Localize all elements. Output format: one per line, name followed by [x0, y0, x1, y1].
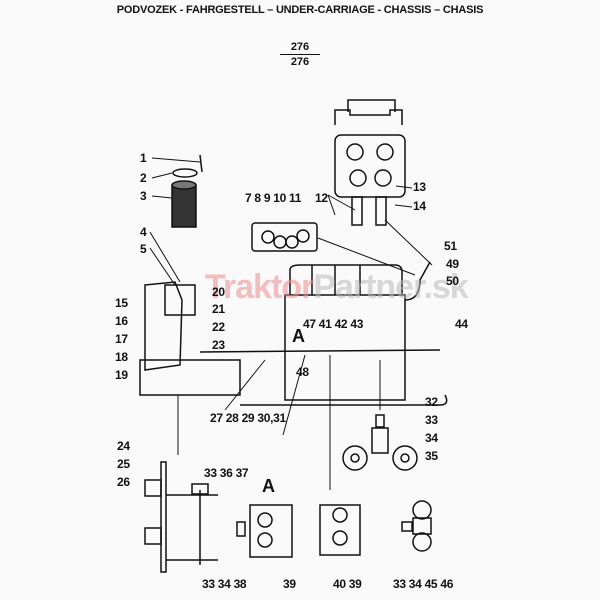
callout-51: 51 — [444, 239, 457, 253]
callout-1: 1 — [140, 151, 147, 165]
bracket-24-38 — [144, 461, 218, 573]
callout-35: 35 — [425, 449, 438, 463]
callout-24: 24 — [117, 439, 130, 453]
callout-47-43: 47 41 42 43 — [303, 317, 364, 331]
callout-33: 33 — [425, 413, 438, 427]
callout-44: 44 — [455, 317, 468, 331]
callout-3: 3 — [140, 189, 147, 203]
callout-16: 16 — [115, 314, 128, 328]
callout-39: 39 — [283, 577, 296, 591]
detail-a-marker: A — [292, 326, 305, 346]
callout-22: 22 — [212, 320, 225, 334]
callout-49: 49 — [446, 257, 459, 271]
fuel-tank — [139, 231, 241, 396]
callout-12: 12 — [315, 191, 328, 205]
clamp-45-46 — [401, 500, 432, 552]
leader-lines — [177, 354, 381, 490]
callout-26: 26 — [117, 475, 130, 489]
callout-23: 23 — [212, 338, 225, 352]
valve-block — [327, 99, 433, 266]
page-title: PODVOZEK - FAHRGESTELL – UNDER-CARRIAGE … — [116, 4, 484, 16]
callout-18: 18 — [115, 350, 128, 364]
callout-32: 32 — [425, 395, 438, 409]
engine-block — [199, 261, 448, 406]
callout-20: 20 — [212, 285, 225, 299]
callout-7-11: 7 8 9 10 11 — [245, 191, 302, 205]
watermark: TraktorPartner.sk — [205, 268, 469, 306]
callout-33-34-45-46: 33 34 45 46 — [393, 577, 454, 591]
detail-a-view-label: A — [262, 476, 275, 496]
callout-15: 15 — [115, 296, 128, 310]
callout-17: 17 — [115, 332, 128, 346]
callout-27-31: 27 28 29 30,31 — [210, 411, 286, 425]
callout-19: 19 — [115, 368, 128, 382]
callout-25: 25 — [117, 457, 130, 471]
callout-21: 21 — [212, 302, 225, 316]
callout-5: 5 — [140, 242, 147, 256]
callout-50: 50 — [446, 274, 459, 288]
connector-plate — [251, 222, 416, 276]
callout-33-34-38: 33 34 38 — [202, 577, 247, 591]
callout-48: 48 — [296, 365, 309, 379]
figure-number: 276 276 — [280, 40, 320, 69]
callout-40-39: 40 39 — [333, 577, 362, 591]
callout-13: 13 — [413, 180, 426, 194]
filter-assembly — [151, 154, 203, 228]
callout-4: 4 — [140, 225, 147, 239]
callout-34: 34 — [425, 431, 438, 445]
figure-numerator: 276 — [280, 40, 320, 55]
callout-14: 14 — [413, 199, 426, 213]
callout-2: 2 — [140, 171, 147, 185]
callout-33-36-37: 33 36 37 — [204, 466, 249, 480]
figure-denominator: 276 — [290, 56, 310, 68]
bracket-32-35 — [342, 414, 418, 471]
detail-a-block — [236, 504, 361, 558]
